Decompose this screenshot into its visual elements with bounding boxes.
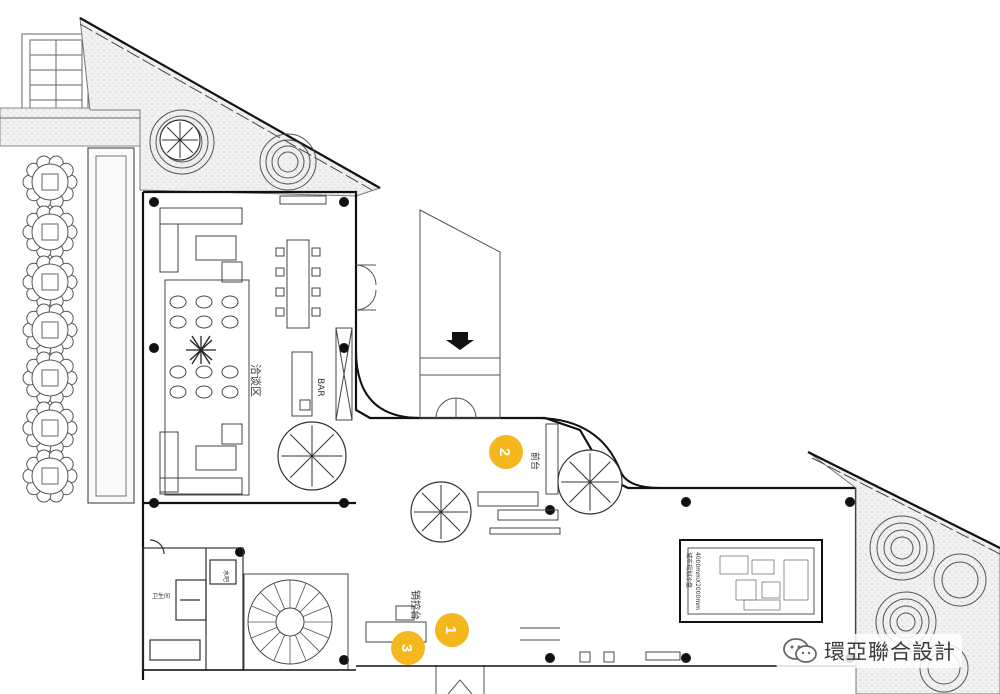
column-13 xyxy=(339,655,349,665)
chair-11 xyxy=(195,385,213,399)
pantry-label: 水吧 xyxy=(222,570,230,582)
column-5 xyxy=(149,498,159,508)
bottom-entrance xyxy=(435,665,485,694)
chair-4 xyxy=(169,315,187,329)
interior-trees xyxy=(159,119,623,543)
marker-3[interactable]: 3 xyxy=(391,631,425,665)
sand-table-model xyxy=(679,539,823,623)
chair-6 xyxy=(221,315,239,329)
restroom-block xyxy=(142,539,244,671)
column-4 xyxy=(339,343,349,353)
stool-l-3 xyxy=(275,287,285,297)
marker-2[interactable]: 2 xyxy=(489,435,523,469)
chair-10 xyxy=(169,385,187,399)
reception-label: 前台 xyxy=(529,452,541,470)
bar-area xyxy=(279,195,353,421)
lounge-area-label: 洽谈区 xyxy=(249,364,262,397)
side-door xyxy=(355,264,377,311)
marker-2-label: 2 xyxy=(496,448,513,456)
stool-l-1 xyxy=(275,247,285,257)
watermark-text: 環亞聯合設計 xyxy=(824,640,956,664)
stool-l-4 xyxy=(275,307,285,317)
stool-l-2 xyxy=(275,267,285,277)
column-6 xyxy=(339,498,349,508)
tree-4 xyxy=(22,303,78,357)
marker-1-label: 1 xyxy=(442,626,459,634)
column-2 xyxy=(339,197,349,207)
entrance-canopy xyxy=(419,209,501,419)
top-diagonal-planter xyxy=(79,17,382,197)
column-11 xyxy=(681,653,691,663)
tree-5 xyxy=(22,351,78,405)
interior-tree-2 xyxy=(410,481,472,543)
column-9 xyxy=(845,497,855,507)
interior-tree-3 xyxy=(557,449,623,515)
chair-7 xyxy=(169,365,187,379)
left-tree-column xyxy=(22,155,78,503)
chair-12 xyxy=(221,385,239,399)
lounge-chairs xyxy=(169,295,239,399)
chair-9 xyxy=(221,365,239,379)
wechat-icon xyxy=(783,638,817,663)
bar-label: BAR xyxy=(315,378,325,397)
lounge-plant xyxy=(186,335,216,365)
chair-5 xyxy=(195,315,213,329)
lounge-area xyxy=(159,207,250,496)
marker-3-label: 3 xyxy=(398,644,415,652)
column-10 xyxy=(545,653,555,663)
chair-1 xyxy=(169,295,187,309)
sales-counter-label: 销控台 xyxy=(409,590,422,620)
left-long-planter xyxy=(87,147,135,504)
restroom-label: 卫生间 xyxy=(152,592,170,600)
column-3 xyxy=(149,343,159,353)
interior-tree-1 xyxy=(277,421,347,491)
round-planter-top-2 xyxy=(259,133,317,191)
curved-wall-entrance xyxy=(355,349,421,419)
stool-r-1 xyxy=(311,247,321,257)
marker-1[interactable]: 1 xyxy=(435,613,469,647)
tree-3 xyxy=(22,255,78,309)
reception-desk xyxy=(477,423,561,535)
stool-r-4 xyxy=(311,307,321,317)
sand-table-label: 4000mmX2000mm 城市规划沙盘 xyxy=(685,552,701,612)
tree-6 xyxy=(22,401,78,455)
bar-stools xyxy=(275,247,321,317)
interior-tree-4 xyxy=(159,119,201,161)
stair-block xyxy=(0,33,151,147)
watermark: 環亞聯合設計 xyxy=(776,634,962,668)
tree-7 xyxy=(22,449,78,503)
chair-2 xyxy=(195,295,213,309)
column-1 xyxy=(149,197,159,207)
chair-8 xyxy=(195,365,213,379)
stool-r-3 xyxy=(311,287,321,297)
tree-2 xyxy=(22,205,78,259)
sales-counter xyxy=(365,605,681,663)
column-8 xyxy=(681,497,691,507)
entry-arrow-icon xyxy=(446,332,474,350)
stool-r-2 xyxy=(311,267,321,277)
chair-3 xyxy=(221,295,239,309)
tree-1 xyxy=(22,155,78,209)
structural-columns xyxy=(149,197,855,665)
